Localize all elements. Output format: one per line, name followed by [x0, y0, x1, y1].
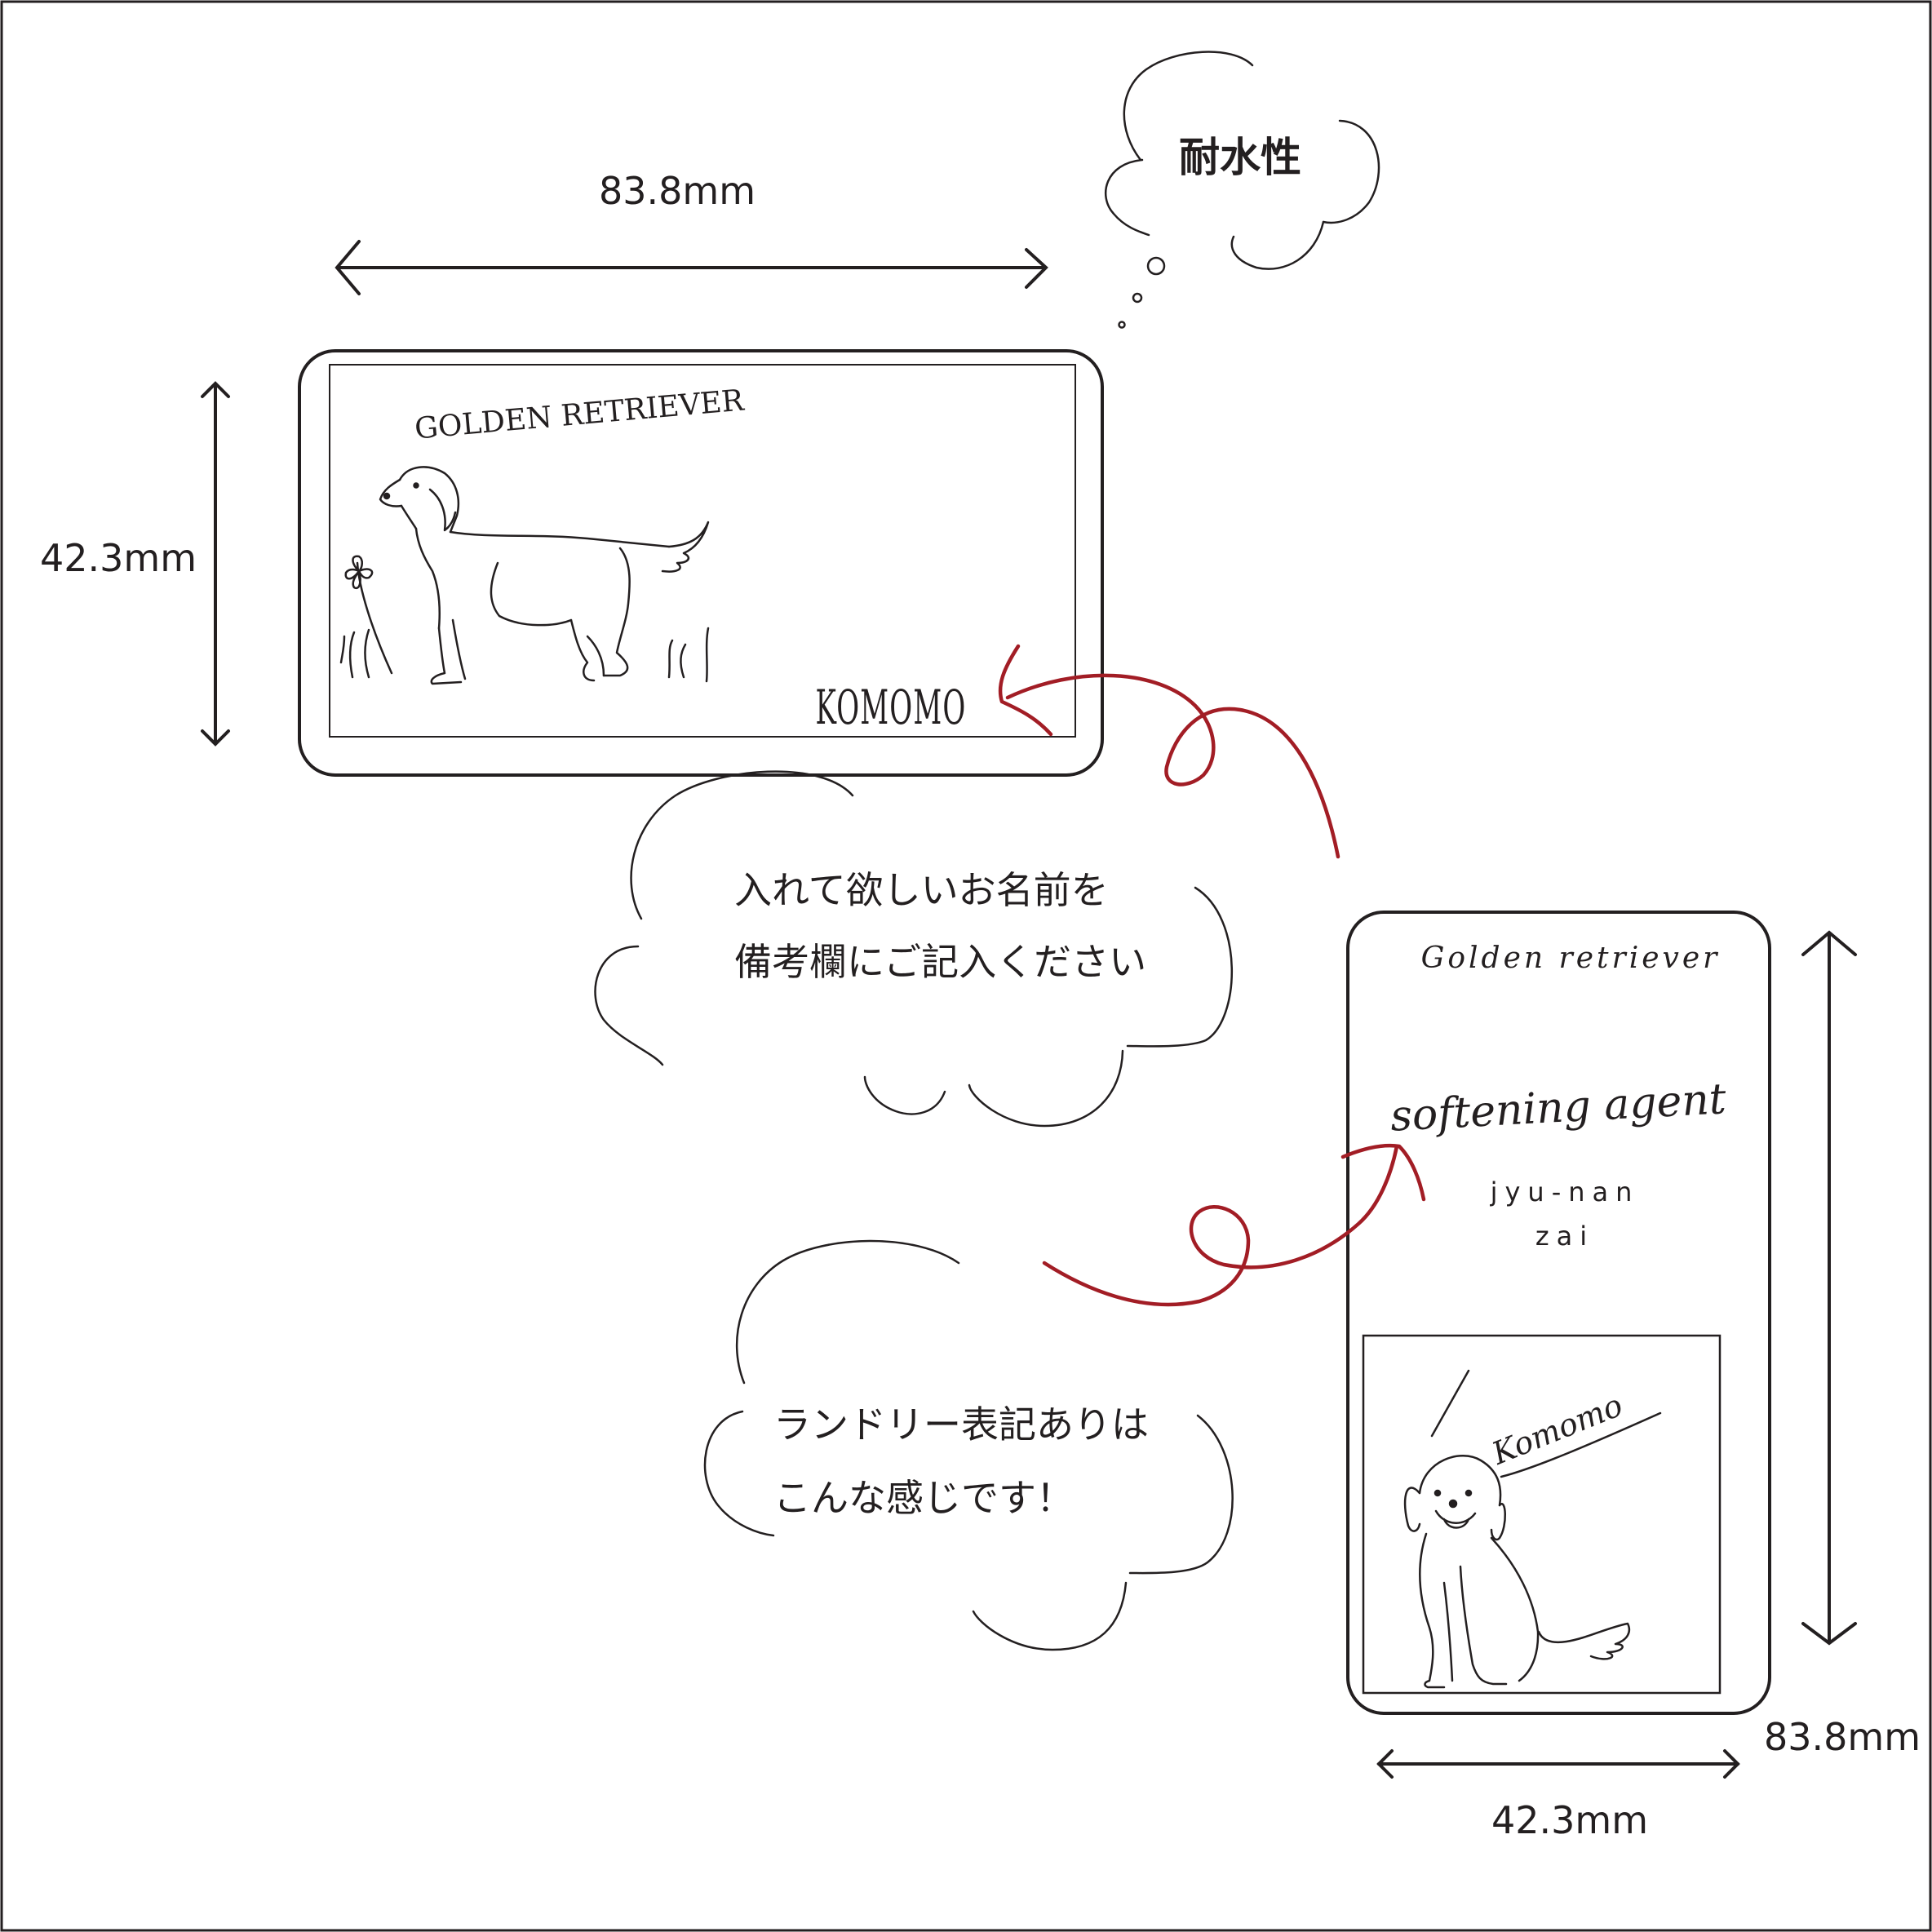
- illustration-frame: [1362, 1334, 1722, 1695]
- height-label: 42.3mm: [40, 536, 197, 580]
- laundry-note-line2: こんな感じです！: [773, 1476, 1074, 1520]
- waterproof-thought-bubble: [1105, 51, 1380, 329]
- name-note-line2: 備考欄にご記入ください: [734, 940, 1146, 984]
- romaji-line2: zai: [1535, 1221, 1594, 1252]
- height-dimension-arrow: [1801, 930, 1857, 1646]
- card-outline: [298, 349, 1104, 777]
- standing-golden-retriever-icon: [339, 466, 710, 685]
- width-dimension-arrow: [335, 240, 1048, 295]
- name-note-speech-cloud: [594, 770, 1233, 1128]
- vertical-card: Golden retriever softening agent jyu-nan…: [1346, 911, 1921, 1842]
- romaji-line1: jyu-nan: [1490, 1176, 1640, 1208]
- width-dimension-arrow: [1376, 1749, 1740, 1779]
- breed-script-text: Golden retriever: [1421, 942, 1721, 975]
- card-inner-border: [329, 364, 1076, 738]
- name-note-line1: 入れて欲しいお名前を: [734, 868, 1109, 912]
- name-text: KOMOMO: [816, 680, 967, 735]
- card-outline: [1346, 911, 1771, 1715]
- height-dimension-arrow: [201, 381, 230, 747]
- red-arrow-to-name: [998, 644, 1340, 859]
- red-arrow-to-product-text: [1042, 1144, 1426, 1307]
- laundry-note-speech-cloud: [703, 1239, 1234, 1651]
- laundry-note-line1: ランドリー表記ありは: [773, 1402, 1149, 1447]
- waterproof-callout-text: 耐水性: [1179, 134, 1301, 181]
- horizontal-card: 83.8mm 42.3mm GOLDEN RETRIEVER KOMOMO: [40, 169, 1104, 777]
- sitting-golden-retriever-icon: [1403, 1369, 1662, 1689]
- height-label: 83.8mm: [1764, 1715, 1921, 1759]
- width-label: 83.8mm: [599, 169, 756, 213]
- width-label: 42.3mm: [1491, 1798, 1648, 1842]
